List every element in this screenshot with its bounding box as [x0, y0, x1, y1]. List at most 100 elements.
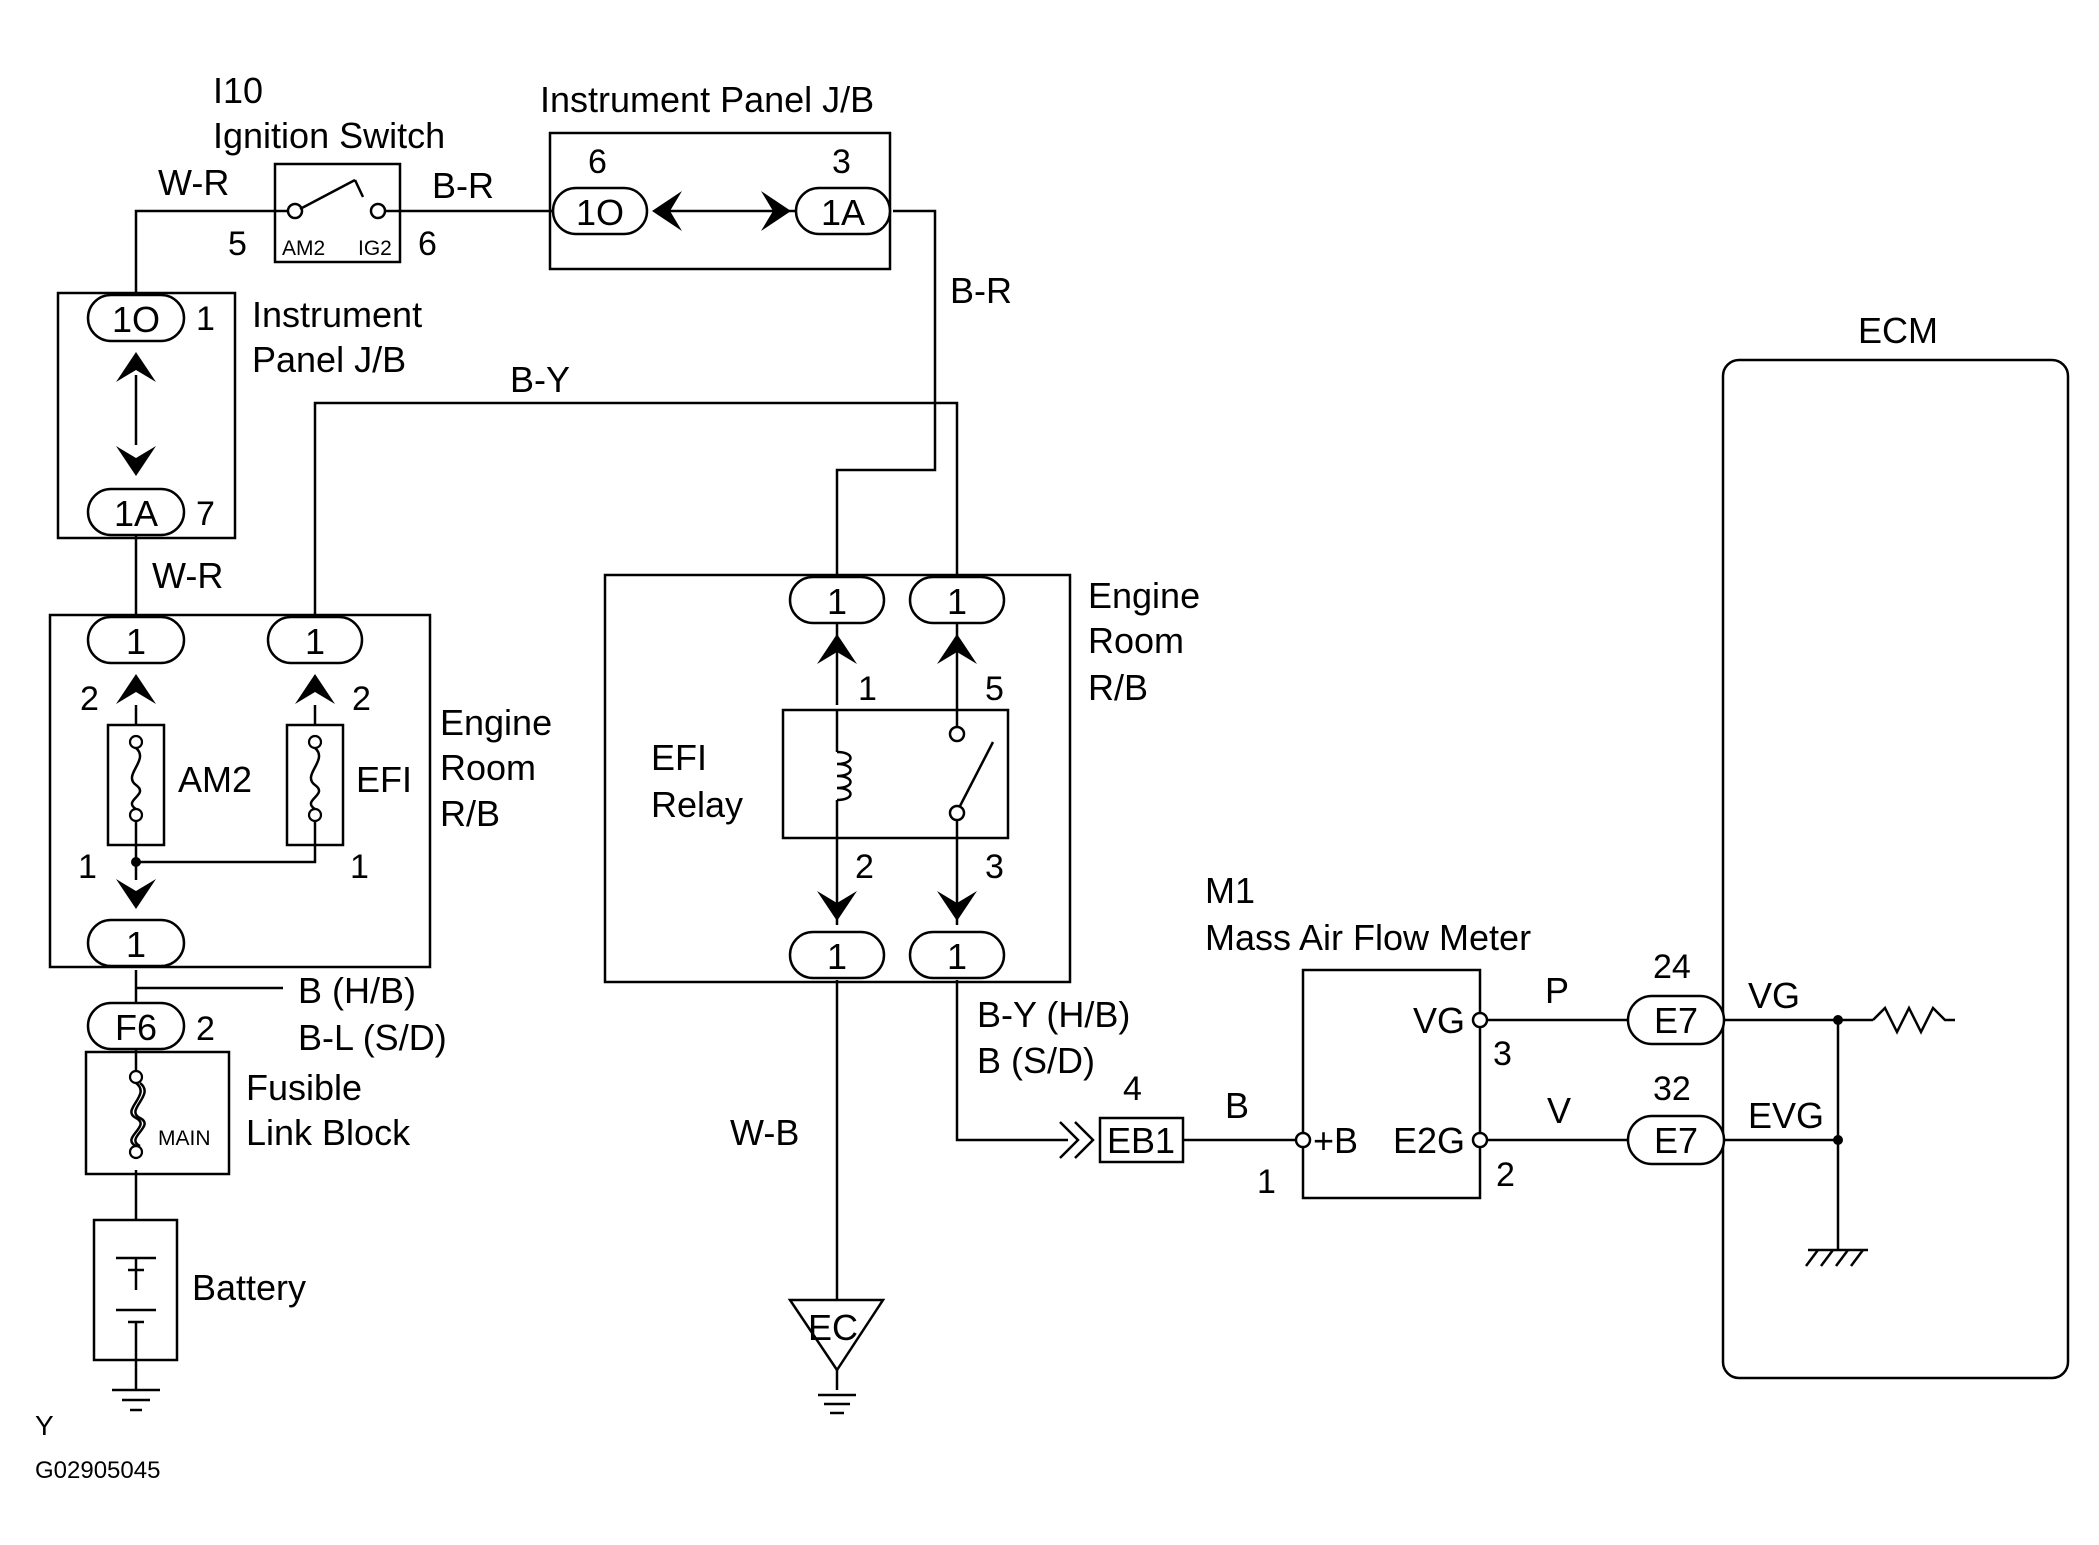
- ecm-resistor: [1872, 1005, 1955, 1035]
- engine-rb-left-conn-am2: [86, 615, 186, 665]
- fusible-link-pin-2: 2: [196, 1010, 215, 1048]
- am2-fuse-element: [130, 747, 142, 811]
- efi-relay-conn-top-right: [908, 575, 1006, 625]
- switch-blade: [299, 178, 356, 211]
- ecm-node-evg: [1833, 1135, 1843, 1145]
- efi-fuse-term-bottom: [307, 807, 323, 823]
- engine-room-rb-right: 1 1 1 5 2 3 1 1 EFI Relay Engine Room R/…: [603, 573, 1200, 984]
- ip-jb-top-pin-6: 6: [588, 143, 607, 181]
- efi-relay-conn-top-left-label: 1: [827, 581, 847, 622]
- efi-fuse-term-top: [307, 734, 323, 750]
- engine-rb-left-name-1: Engine: [440, 702, 552, 743]
- am2-label: AM2: [178, 759, 252, 800]
- wire-br-right: [835, 209, 937, 575]
- ecm-ground-hatch-2: [1820, 1249, 1834, 1267]
- ip-jb-top-box: [548, 131, 892, 271]
- engine-room-rb-left: 1 1 2 2 AM2 EFI 1 1 1 Engine Room R/B: [48, 613, 552, 969]
- engine-rb-left-box: [48, 613, 432, 969]
- engine-rb-left-am2-pin-1: 1: [78, 848, 97, 886]
- wires: [134, 209, 1955, 1390]
- efi-relay-conn-bottom-right-label: 1: [947, 936, 967, 977]
- am2-fuse-term-bottom: [128, 807, 144, 823]
- engine-rb-left-efi-pin-2: 2: [352, 680, 371, 718]
- label-p: P: [1545, 970, 1569, 1011]
- ignition-switch-name: Ignition Switch: [213, 115, 445, 156]
- ignition-term-ig2: [369, 202, 387, 220]
- ground-ec: EC: [787, 1298, 886, 1415]
- ignition-pin-5: 5: [228, 225, 247, 263]
- engine-rb-left-conn-bottom-label: 1: [126, 924, 146, 965]
- efi-relay-pin-2: 2: [855, 848, 874, 886]
- ground-ec-label: EC: [808, 1307, 858, 1348]
- ip-jb-left-box: [56, 291, 237, 540]
- fusible-link-term-bottom: [128, 1144, 144, 1160]
- ip-jb-top-conn-1a: [794, 186, 892, 236]
- efi-relay-conn-top-right-label: 1: [947, 581, 967, 622]
- ip-jb-top-conn-1a-label: 1A: [821, 192, 865, 233]
- label-b-hb: B (H/B): [298, 970, 416, 1011]
- ecm-ground-hatch-4: [1850, 1249, 1864, 1267]
- label-br-right: B-R: [950, 270, 1012, 311]
- engine-rb-left-name-2: Room: [440, 747, 536, 788]
- label-bl-sd: B-L (S/D): [298, 1017, 447, 1058]
- engine-rb-right-name-2: Room: [1088, 620, 1184, 661]
- efi-relay-conn-bottom-left-label: 1: [827, 936, 847, 977]
- fusible-link-name-1: Fusible: [246, 1067, 362, 1108]
- footer-code-y: Y: [35, 1410, 54, 1441]
- ecm-evg: EVG: [1748, 1095, 1824, 1136]
- ignition-am2: AM2: [282, 237, 325, 260]
- fusible-link-conn-f6: [86, 1001, 186, 1051]
- eb1-box: [1098, 1116, 1185, 1164]
- engine-rb-left-chevron-efi-up: [295, 674, 335, 704]
- engine-rb-right-name-3: R/B: [1088, 667, 1148, 708]
- maf-box: [1301, 968, 1482, 1200]
- fusible-link-box: [84, 1050, 231, 1176]
- battery-name: Battery: [192, 1267, 306, 1308]
- maf-plus-b: +B: [1313, 1120, 1358, 1161]
- ignition-switch-box: [273, 162, 402, 264]
- ecm-pin-24: 24: [1653, 948, 1691, 986]
- efi-relay-contact-top: [948, 725, 966, 743]
- fusible-link-element-2: [134, 1082, 146, 1148]
- ecm: ECM 24 32 E7 E7 VG EVG: [1626, 310, 2070, 1380]
- maf-term-b: [1294, 1131, 1312, 1149]
- ip-jb-top-pin-3: 3: [832, 143, 851, 181]
- fusible-link-block: F6 2 MAIN Fusible Link Block: [84, 1001, 411, 1176]
- label-wr-mid: W-R: [152, 555, 223, 596]
- label-br-left: B-R: [432, 165, 494, 206]
- ip-jb-top-conn-1o: [551, 186, 649, 236]
- maf-code: M1: [1205, 870, 1255, 911]
- engine-rb-left-chevron-down: [116, 879, 156, 909]
- label-wb: W-B: [730, 1112, 799, 1153]
- ecm-name: ECM: [1858, 310, 1938, 351]
- instrument-panel-jb-top: Instrument Panel J/B 6 3 1O 1A: [540, 79, 892, 271]
- engine-rb-left-am2-pin-2: 2: [80, 680, 99, 718]
- engine-rb-left-conn-efi: [266, 615, 364, 665]
- am2-fuse-term-top: [128, 734, 144, 750]
- engine-rb-right-box: [603, 573, 1072, 984]
- ignition-switch: I10 Ignition Switch AM2 IG2 5 6: [213, 70, 445, 264]
- ignition-ig2: IG2: [358, 237, 392, 260]
- engine-rb-left-conn-bottom: [86, 918, 186, 968]
- fusible-link-name-2: Link Block: [246, 1112, 411, 1153]
- ecm-node-vg: [1833, 1015, 1843, 1025]
- efi-relay-body: [781, 708, 1010, 840]
- label-wr-top: W-R: [158, 162, 229, 203]
- ignition-switch-code: I10: [213, 70, 263, 111]
- ip-jb-left-conn-1a: [86, 487, 186, 537]
- engine-rb-left-chevron-am2-up: [116, 674, 156, 704]
- eb1-arrow-2: [1074, 1121, 1095, 1159]
- ip-jb-top-name: Instrument Panel J/B: [540, 79, 874, 120]
- label-b-sd: B (S/D): [977, 1040, 1095, 1081]
- efi-relay-contact-blade: [958, 741, 995, 807]
- label-v: V: [1547, 1090, 1571, 1131]
- fusible-link-main: MAIN: [158, 1127, 211, 1150]
- battery: Battery: [92, 1218, 306, 1412]
- junction-eb1: EB1 4: [1059, 1070, 1185, 1164]
- maf-pin-3: 3: [1493, 1035, 1512, 1073]
- eb1-pin-4: 4: [1123, 1070, 1142, 1108]
- efi-fuse-element: [309, 747, 321, 811]
- engine-rb-left-efi-pin-1: 1: [350, 848, 369, 886]
- efi-relay-conn-top-left: [788, 575, 886, 625]
